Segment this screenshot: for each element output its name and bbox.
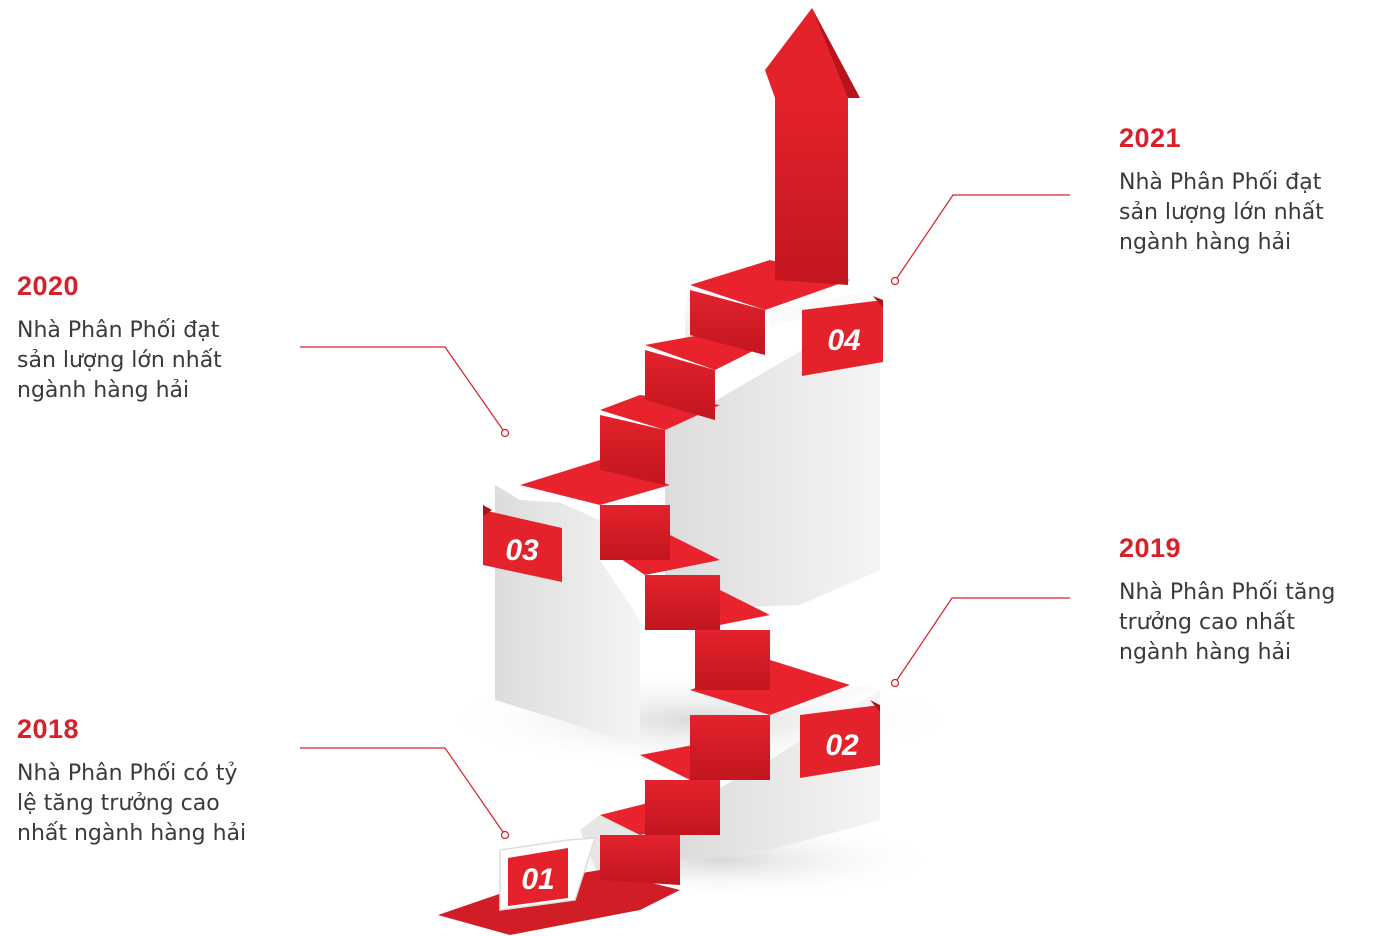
milestone-description: Nhà Phân Phối đạt sản lượng lớn nhất ngà… bbox=[1119, 170, 1324, 255]
step-num-01: 01 bbox=[521, 863, 554, 896]
step-num-03: 03 bbox=[505, 534, 539, 567]
step-tag-01: 01 bbox=[499, 837, 597, 911]
connector-2021 bbox=[896, 194, 1070, 279]
step-num-04: 04 bbox=[827, 324, 861, 357]
milestone-year: 2018 bbox=[17, 714, 80, 744]
connector-2018 bbox=[300, 747, 504, 833]
step-tag-04: 04 bbox=[802, 296, 883, 376]
milestone-description: Nhà Phân Phối có tỷ lệ tăng trưởng cao n… bbox=[17, 761, 247, 846]
milestone-2020: 2020 Nhà Phân Phối đạt sản lượng lớn nhấ… bbox=[17, 270, 277, 406]
milestone-description: Nhà Phân Phối tăng trưởng cao nhất ngành… bbox=[1119, 580, 1336, 665]
step-tag-02: 02 bbox=[800, 700, 880, 778]
connectors bbox=[300, 194, 1070, 840]
step-num-02: 02 bbox=[825, 729, 859, 762]
milestone-year: 2019 bbox=[1119, 533, 1182, 563]
milestone-2021: 2021 Nhà Phân Phối đạt sản lượng lớn nhấ… bbox=[1119, 122, 1379, 258]
milestone-2019: 2019 Nhà Phân Phối tăng trưởng cao nhất … bbox=[1119, 532, 1379, 668]
milestone-description: Nhà Phân Phối đạt sản lượng lớn nhất ngà… bbox=[17, 318, 222, 403]
milestone-year: 2020 bbox=[17, 271, 80, 301]
connector-2020 bbox=[300, 346, 504, 431]
milestone-2018: 2018 Nhà Phân Phối có tỷ lệ tăng trưởng … bbox=[17, 713, 297, 849]
milestone-year: 2021 bbox=[1119, 123, 1182, 153]
step-tag-03: 03 bbox=[483, 505, 562, 582]
growth-arrow bbox=[765, 8, 860, 285]
connector-2019 bbox=[896, 597, 1070, 681]
